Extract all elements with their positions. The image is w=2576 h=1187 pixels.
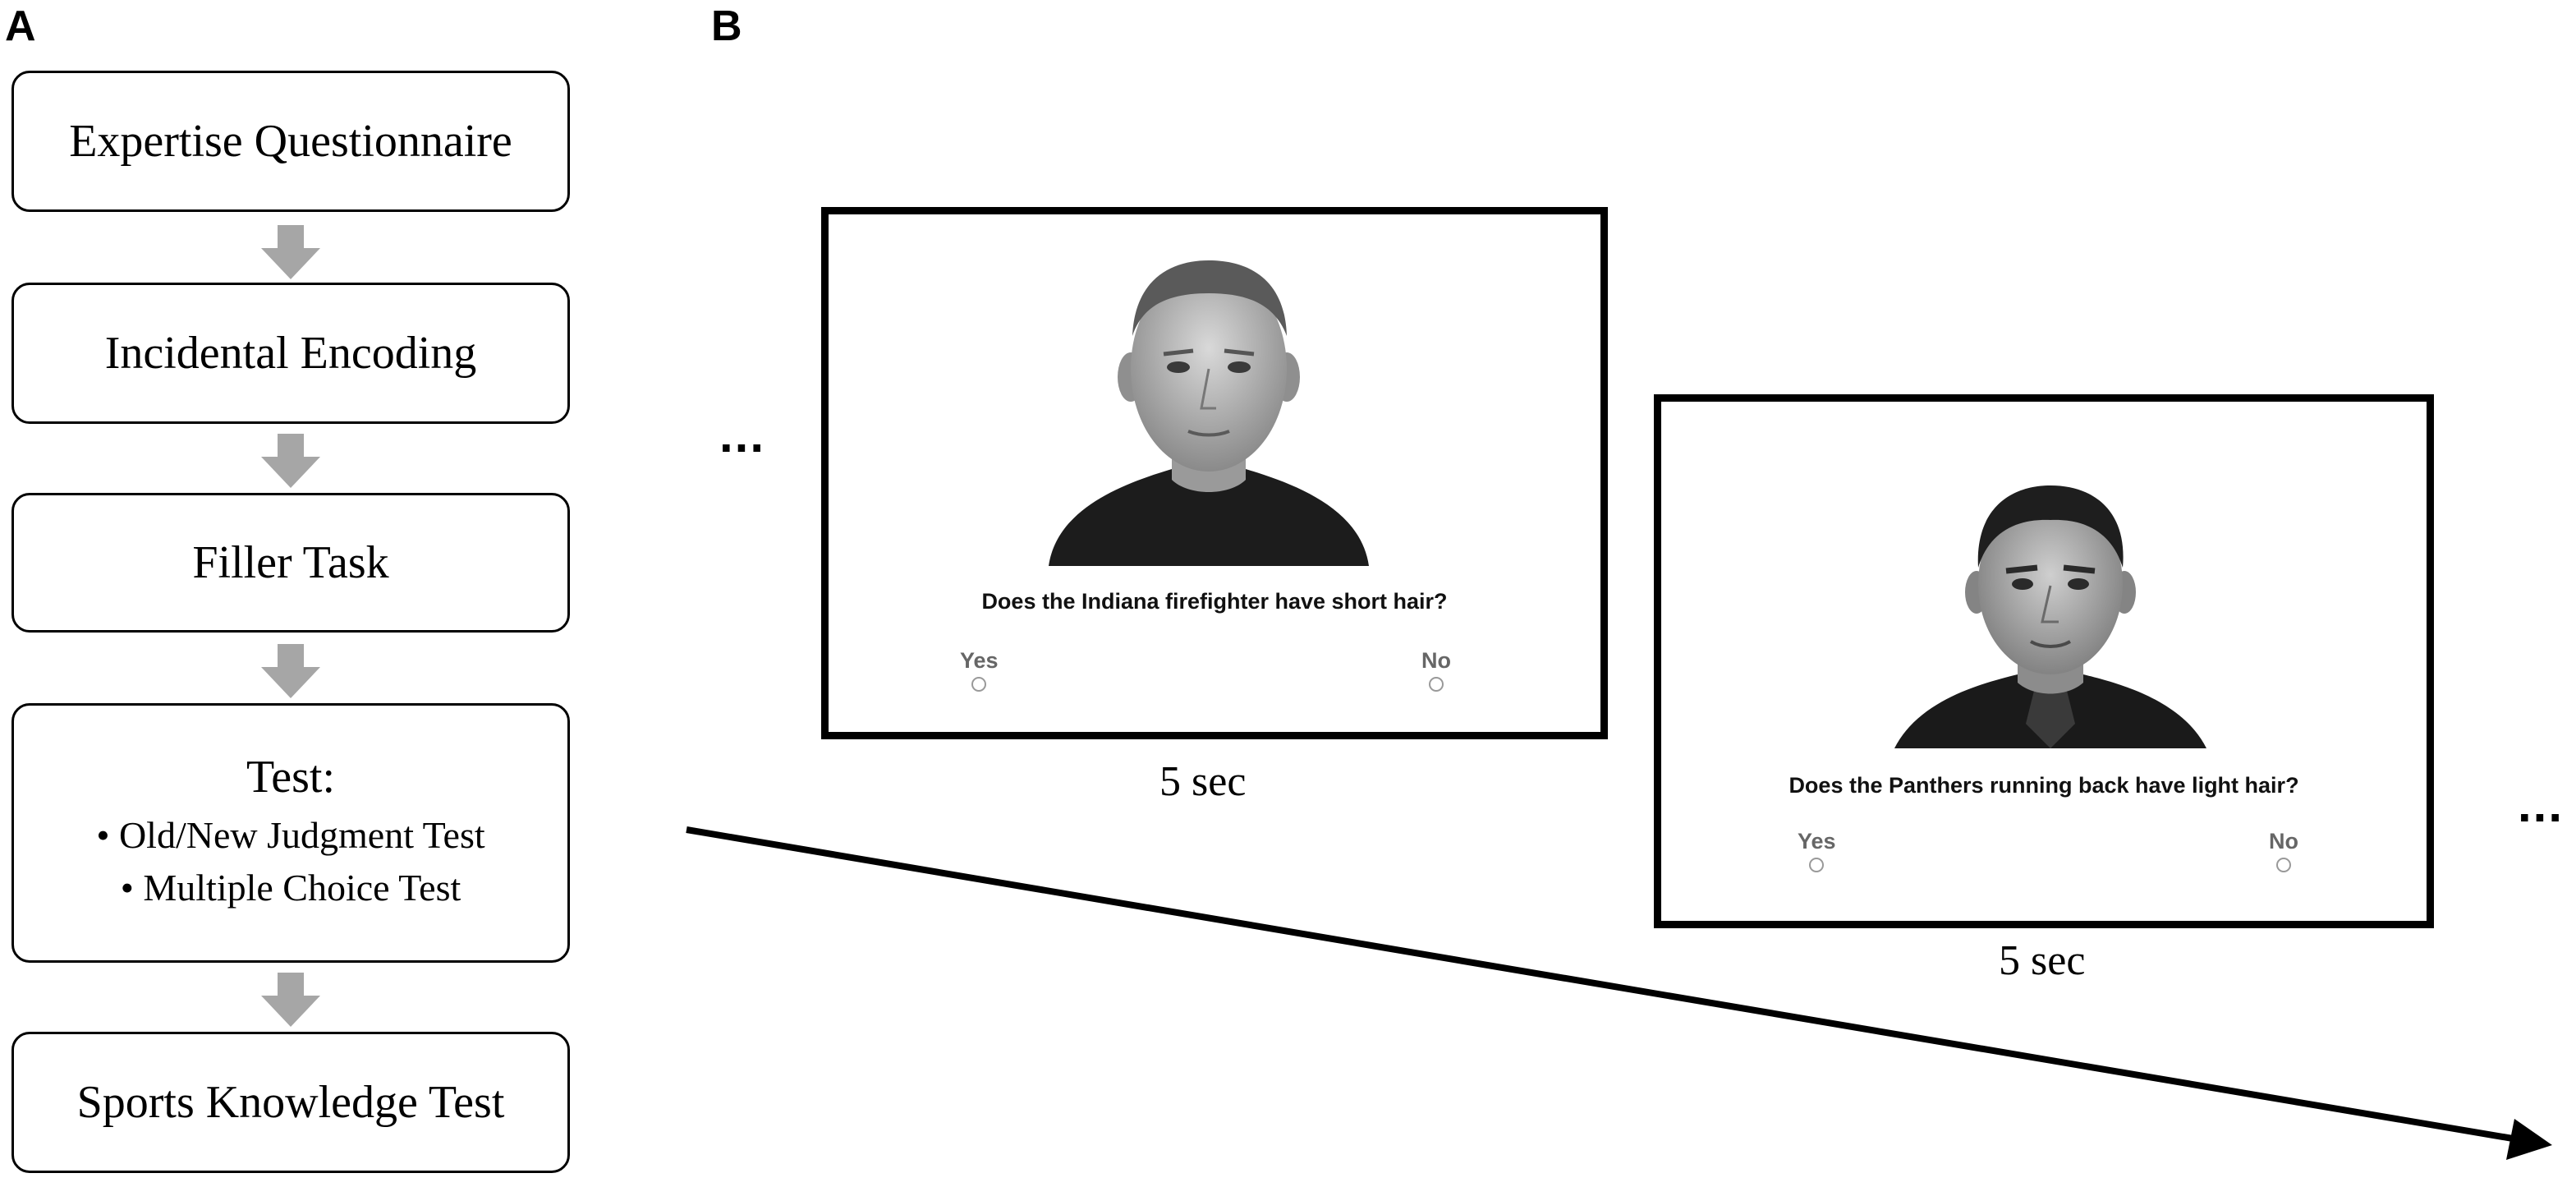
option-yes-label: Yes: [960, 648, 999, 673]
panel-b-label: B: [711, 2, 742, 50]
flow-step-expertise-questionnaire: Expertise Questionnaire: [11, 71, 570, 212]
flow-step-sports-knowledge-test: Sports Knowledge Test: [11, 1032, 570, 1173]
option-no[interactable]: No: [1421, 648, 1451, 692]
radio-yes-icon[interactable]: [971, 677, 987, 692]
radio-no-icon[interactable]: [2276, 858, 2291, 872]
option-yes[interactable]: Yes: [1798, 829, 1836, 872]
flow-down-arrow-icon: [261, 973, 320, 1027]
option-yes[interactable]: Yes: [960, 648, 999, 692]
radio-no-icon[interactable]: [1429, 677, 1444, 692]
flow-down-arrow-icon: [261, 644, 320, 698]
flow-step-bullet: • Multiple Choice Test: [120, 867, 461, 909]
flow-down-arrow-icon: [261, 225, 320, 279]
face-photo-icon: [1894, 485, 2206, 748]
trial-screen-2: Does the Panthers running back have ligh…: [1654, 394, 2434, 928]
flow-step-test: Test: • Old/New Judgment Test • Multiple…: [11, 703, 570, 963]
flow-step-label: Sports Knowledge Test: [76, 1076, 505, 1128]
trial-question: Does the Panthers running back have ligh…: [1789, 773, 2299, 798]
flow-step-incidental-encoding: Incidental Encoding: [11, 283, 570, 424]
option-no-label: No: [2269, 829, 2298, 853]
ellipsis-start: ...: [719, 407, 766, 462]
radio-yes-icon[interactable]: [1809, 858, 1825, 872]
trial-duration-1: 5 sec: [1159, 758, 1247, 805]
option-no-label: No: [1421, 648, 1451, 673]
flow-step-label: Expertise Questionnaire: [69, 115, 512, 167]
flow-step-label: Filler Task: [192, 536, 389, 588]
flow-step-bullet: • Old/New Judgment Test: [96, 813, 485, 856]
ellipsis-end: ...: [2518, 777, 2565, 832]
flow-step-label: Test:: [246, 752, 336, 803]
trial-question: Does the Indiana firefighter have short …: [981, 589, 1448, 614]
face-photo-icon: [1049, 260, 1369, 566]
flow-step-label: Incidental Encoding: [104, 327, 477, 379]
flow-step-bullets: • Old/New Judgment Test • Multiple Choic…: [96, 809, 484, 915]
flow-step-filler-task: Filler Task: [11, 493, 570, 633]
panel-a-label: A: [5, 2, 36, 50]
option-no[interactable]: No: [2269, 829, 2298, 872]
trial-screen-1: Does the Indiana firefighter have short …: [821, 207, 1608, 739]
option-yes-label: Yes: [1798, 829, 1836, 853]
trial-duration-2: 5 sec: [1999, 937, 2086, 984]
flow-down-arrow-icon: [261, 434, 320, 488]
